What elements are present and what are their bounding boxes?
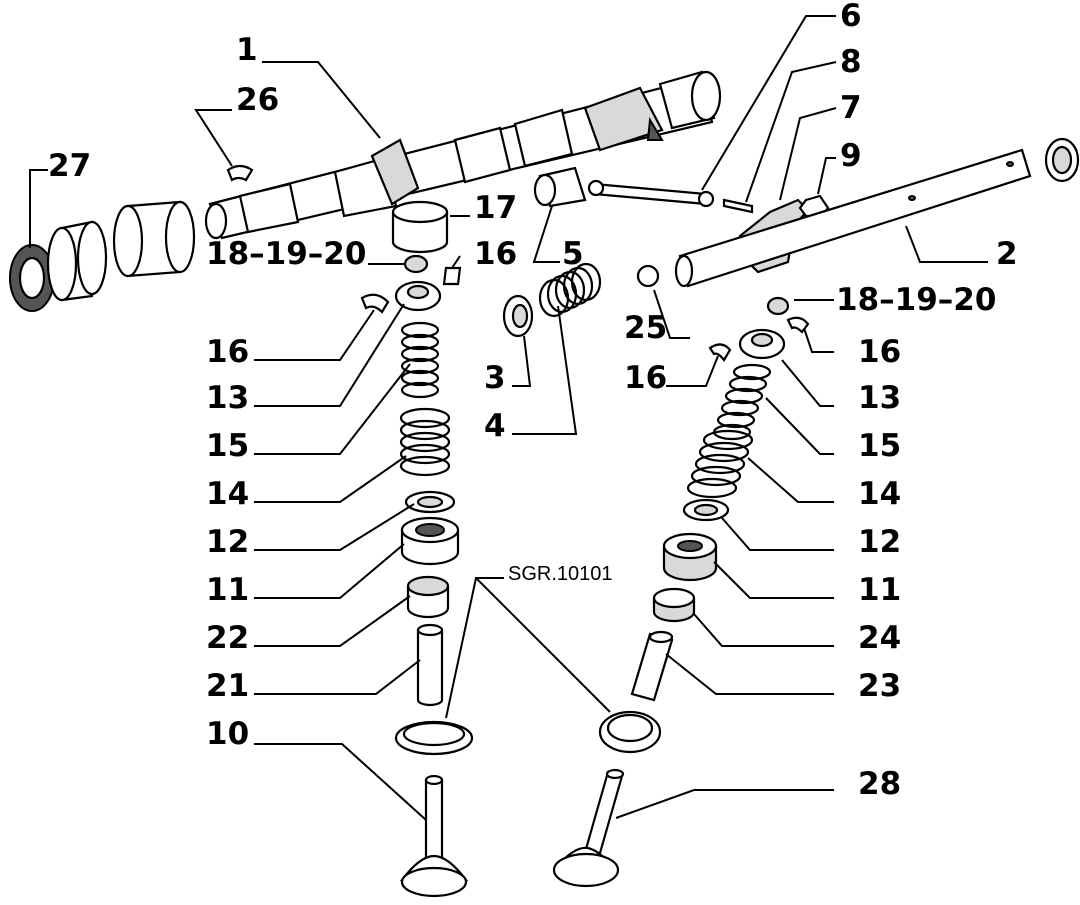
shaft-end-ring: [1044, 137, 1080, 183]
label-10: 10: [206, 716, 249, 752]
label-15-left: 15: [206, 428, 249, 464]
part-23-valve-guide-right: [630, 630, 674, 702]
label-12-left: 12: [206, 524, 249, 560]
valve-seat-insert-left: [394, 720, 474, 756]
label-23: 23: [858, 668, 901, 704]
label-25: 25: [624, 310, 667, 346]
label-16-right-b: 16: [624, 360, 667, 396]
label-16-left-a: 16: [474, 236, 517, 272]
label-16-right-a: 16: [858, 334, 901, 370]
part-27-drive-bearing-set: [9, 200, 196, 312]
label-1: 1: [236, 32, 258, 68]
label-16-left-b: 16: [206, 334, 249, 370]
part-13-retainer-left: [394, 280, 442, 312]
part-25-cap: [636, 264, 660, 288]
part-28-valve-right: [552, 768, 625, 888]
part-4-spring: [538, 262, 602, 318]
label-27: 27: [48, 148, 91, 184]
part-14-outer-spring-left: [399, 407, 451, 477]
part-16-collet-right-a: [786, 316, 810, 334]
part-21-valve-guide-left: [416, 623, 444, 707]
part-18-shim-left: [403, 254, 429, 274]
part-11-seat-left: [400, 516, 460, 566]
part-16-collet-left-b: [360, 293, 390, 314]
label-14-right: 14: [858, 476, 901, 512]
label-18-19-20-right: 18–19–20: [836, 282, 996, 318]
part-6-pushrod: [587, 179, 715, 208]
part-16-collet-right-b: [708, 343, 732, 362]
part-24-stem-seal-right: [652, 587, 696, 623]
part-16-collet-left-a: [442, 266, 462, 286]
label-2: 2: [996, 236, 1018, 272]
part-12-washer-left: [404, 490, 456, 514]
drawing-code: SGR.10101: [508, 563, 613, 585]
label-5: 5: [562, 236, 584, 272]
label-7: 7: [840, 90, 862, 126]
part-22-stem-seal-left: [406, 575, 450, 619]
part-8-adjust-screw: [722, 198, 754, 214]
part-15-inner-spring-left: [400, 321, 440, 399]
part-17-tappet: [391, 200, 449, 254]
label-11-left: 11: [206, 572, 249, 608]
label-13-left: 13: [206, 380, 249, 416]
label-6: 6: [840, 0, 862, 34]
label-24: 24: [858, 620, 901, 656]
part-15-inner-spring-right: [712, 363, 772, 441]
part-13-retainer-right: [738, 328, 786, 360]
valve-seat-insert-right: [598, 710, 662, 754]
part-11-seat-right: [662, 532, 718, 582]
label-14-left: 14: [206, 476, 249, 512]
label-11-right: 11: [858, 572, 901, 608]
part-2-rocker-shaft: [674, 148, 1032, 288]
label-4: 4: [484, 408, 506, 444]
part-3-washer: [502, 294, 534, 338]
label-15-right: 15: [858, 428, 901, 464]
callout-labels: 1 26 27 17 18–19–20 16 16 13 15 14 12 11…: [48, 0, 1018, 802]
label-18-19-20-left: 18–19–20: [206, 236, 366, 272]
part-26-key: [226, 164, 254, 182]
label-28: 28: [858, 766, 901, 802]
label-3: 3: [484, 360, 506, 396]
leader-lines: [29, 15, 988, 821]
label-21: 21: [206, 668, 249, 704]
label-13-right: 13: [858, 380, 901, 416]
part-5-sleeve: [533, 166, 587, 208]
part-18-shim-right: [766, 296, 790, 316]
part-1-camshaft: [204, 70, 722, 240]
label-8: 8: [840, 44, 862, 80]
label-17: 17: [474, 190, 517, 226]
label-12-right: 12: [858, 524, 901, 560]
label-9: 9: [840, 138, 862, 174]
label-22: 22: [206, 620, 249, 656]
part-14-outer-spring-right: [686, 429, 754, 499]
part-12-washer-right: [682, 498, 730, 522]
label-26: 26: [236, 82, 279, 118]
part-10-valve-left: [399, 774, 469, 898]
